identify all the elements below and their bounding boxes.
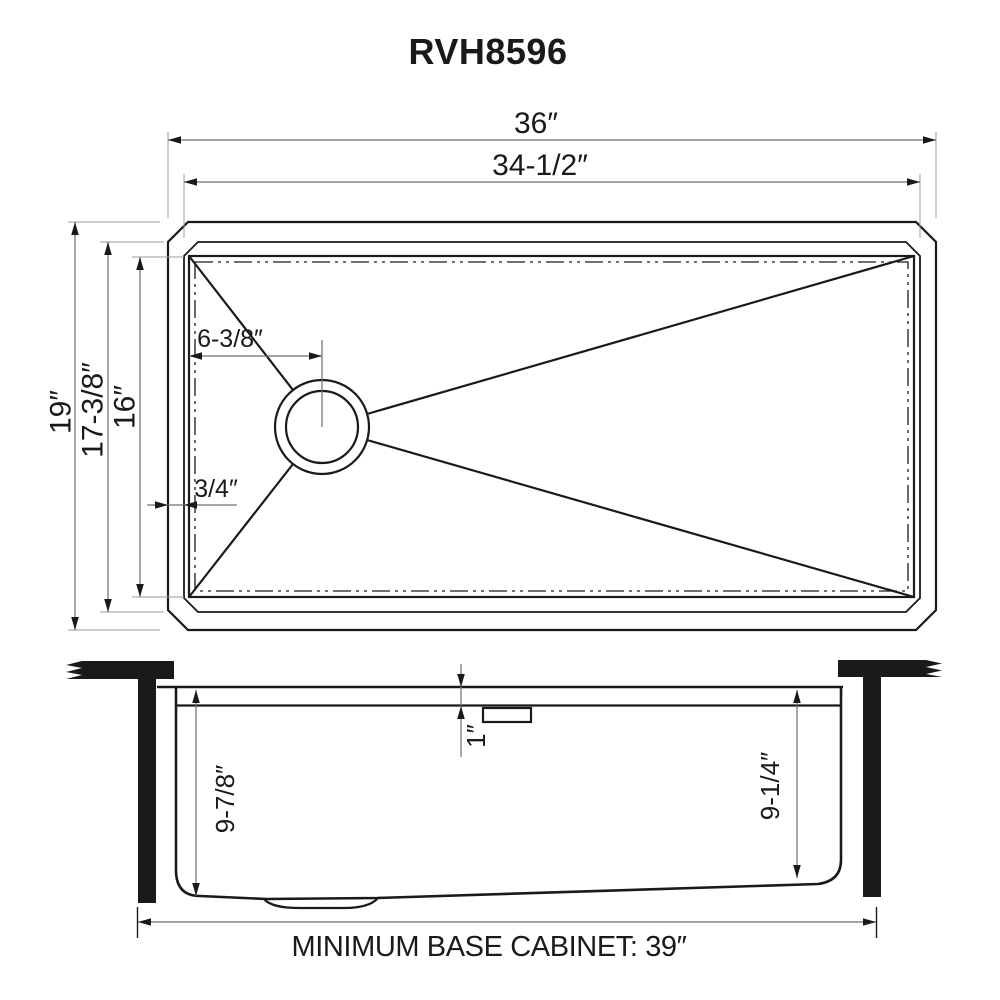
bowl-outline [187,254,916,599]
bowl-reference-dashdot-outline [194,261,909,592]
dim-label-36: 36″ [514,107,558,140]
dim-label-34-1-2: 34-1/2″ [492,149,588,182]
dimension-depth-left: 9-7/8″ [192,690,240,896]
dim-label-9-7-8: 9-7/8″ [210,765,240,833]
base-cabinet-note: MINIMUM BASE CABINET: 39″ [291,931,686,963]
mounting-clip [481,706,533,724]
sink-body-profile [174,687,843,901]
countertop-right-section [838,660,942,677]
dimension-bowl-opening-width: 34-1/2″ [183,149,921,238]
drain-diagonal-top-left [188,255,294,391]
drain-diagonal-top-right [366,254,915,416]
dim-label-17-3-8: 17-3/8″ [77,362,110,458]
dimension-depth-right: 9-1/4″ [755,690,801,878]
dimension-base-cabinet [136,907,878,938]
dimension-drain-offset: 6-3/8″ [189,325,322,360]
page-title: RVH8596 [409,31,568,72]
countertop-left-section [66,661,174,679]
dim-label-6-3-8: 6-3/8″ [197,325,263,353]
top-view: 36″ 34-1/2″ 19″ 17-3/8″ [45,107,938,632]
side-view: 1″ 9-7/8″ 9-1/4″ [66,660,942,938]
outer-rim-outline [166,220,938,632]
dimension-rim-width: 3/4″ [147,475,238,509]
dimension-rim-height: 1″ [457,664,491,757]
dimension-overall-width: 36″ [167,107,937,218]
inner-rim-outline [183,241,921,613]
drain-diagonal-bottom-left [188,463,294,598]
drain-recess-profile [263,897,379,910]
drain-diagonal-bottom-right [366,438,915,599]
cabinet-left-wall [138,679,156,903]
dimension-bowl-depth: 16″ [109,256,184,598]
dim-label-19: 19″ [45,390,78,434]
cabinet-right-wall [863,677,881,897]
dim-label-3-4: 3/4″ [194,475,238,503]
dimension-inner-rim-depth: 17-3/8″ [77,241,164,613]
dim-label-9-1-4: 9-1/4″ [755,752,785,820]
dimension-overall-depth: 19″ [45,221,160,631]
dim-label-16: 16″ [109,385,142,429]
dim-label-1: 1″ [461,724,491,748]
